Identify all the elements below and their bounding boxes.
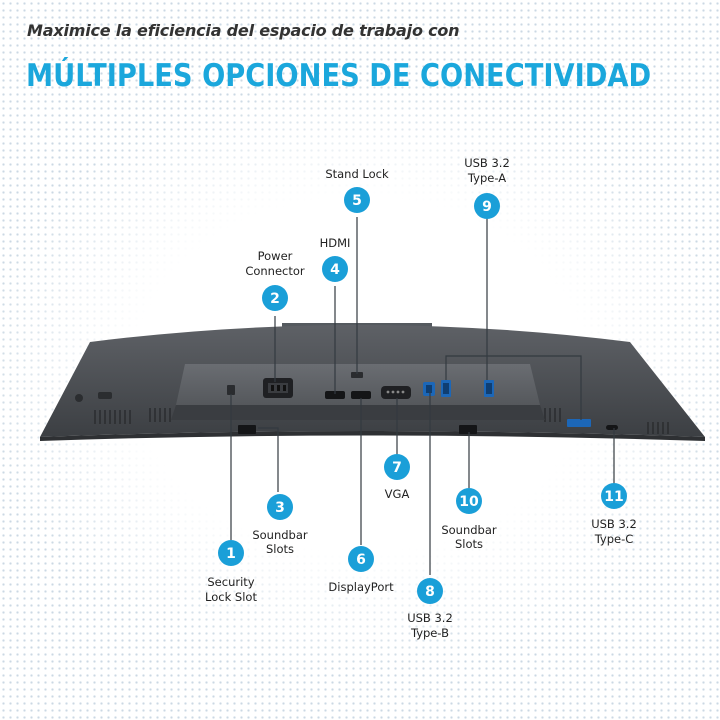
- svg-text:HDMI: HDMI: [320, 236, 351, 250]
- svg-text:Type-B: Type-B: [410, 626, 449, 640]
- callout-label-3: Soundbar Slots: [252, 528, 308, 556]
- svg-text:Power: Power: [258, 249, 293, 263]
- svg-text:Type-A: Type-A: [467, 171, 506, 185]
- svg-text:8: 8: [425, 584, 435, 600]
- svg-text:Lock Slot: Lock Slot: [205, 590, 257, 604]
- svg-text:10: 10: [459, 494, 479, 510]
- callout-label-2: Power Connector: [245, 249, 305, 278]
- power-button-icon: [75, 394, 83, 402]
- svg-text:Type-C: Type-C: [594, 532, 634, 546]
- port-security-lock: [227, 385, 235, 395]
- port-usb-type-a-side: [567, 419, 591, 427]
- svg-text:Soundbar: Soundbar: [252, 528, 308, 542]
- callout-badge-3: 3: [267, 494, 293, 520]
- callout-label-4: HDMI: [320, 236, 351, 250]
- svg-text:9: 9: [482, 199, 492, 215]
- svg-text:2: 2: [270, 291, 280, 307]
- callout-badge-8: 8: [417, 578, 443, 604]
- callout-label-10: Soundbar Slots: [441, 523, 497, 551]
- svg-text:USB 3.2: USB 3.2: [591, 517, 637, 531]
- soundbar-slot-left: [238, 425, 256, 434]
- port-hdmi: [325, 391, 345, 399]
- port-power: [263, 378, 293, 398]
- callout-badge-6: 6: [348, 546, 374, 572]
- callout-badge-10: 10: [456, 488, 482, 514]
- svg-text:3: 3: [275, 500, 285, 516]
- vent-grill-right: [544, 408, 669, 434]
- soundbar-slot-right: [459, 425, 477, 434]
- svg-text:VGA: VGA: [385, 487, 410, 501]
- svg-text:USB 3.2: USB 3.2: [407, 611, 453, 625]
- callout-badge-11: 11: [601, 483, 627, 509]
- port-usb-type-a-1: [441, 380, 451, 397]
- callout-label-11: USB 3.2 Type-C: [591, 517, 637, 546]
- callout-badge-1: 1: [218, 540, 244, 566]
- callout-badge-2: 2: [262, 285, 288, 311]
- svg-text:Soundbar: Soundbar: [441, 523, 497, 537]
- port-usb-type-b: [423, 382, 435, 396]
- svg-text:7: 7: [392, 460, 402, 476]
- svg-text:Slots: Slots: [455, 537, 483, 551]
- svg-text:11: 11: [604, 489, 623, 505]
- callout-badge-5: 5: [344, 187, 370, 213]
- callout-label-9: USB 3.2 Type-A: [464, 156, 510, 185]
- callout-label-6: DisplayPort: [328, 580, 394, 594]
- svg-text:1: 1: [226, 546, 236, 562]
- svg-text:Slots: Slots: [266, 542, 294, 556]
- svg-text:Stand Lock: Stand Lock: [325, 167, 389, 181]
- port-usb-type-a-2: [484, 380, 494, 397]
- callout-label-1: Security Lock Slot: [205, 575, 257, 604]
- svg-text:Connector: Connector: [245, 264, 305, 278]
- svg-text:5: 5: [352, 193, 362, 209]
- svg-text:DisplayPort: DisplayPort: [328, 580, 394, 594]
- page-subtitle: Maximice la eficiencia del espacio de tr…: [27, 21, 460, 40]
- callout-label-5: Stand Lock: [325, 167, 389, 181]
- callout-badge-4: 4: [322, 256, 348, 282]
- callout-badge-7: 7: [384, 454, 410, 480]
- leader-lines: [230, 217, 615, 575]
- svg-text:6: 6: [356, 552, 366, 568]
- svg-text:USB 3.2: USB 3.2: [464, 156, 510, 170]
- page-title: MÚLTIPLES OPCIONES DE CONECTIVIDAD: [26, 58, 652, 94]
- svg-text:Security: Security: [207, 575, 254, 589]
- svg-text:4: 4: [330, 262, 340, 278]
- callout-label-8: USB 3.2 Type-B: [407, 611, 453, 640]
- port-usb-type-c: [606, 425, 618, 430]
- callout-badge-9: 9: [474, 193, 500, 219]
- port-vga: [381, 386, 411, 399]
- vent-grill-left: [94, 408, 171, 424]
- port-stand-lock: [351, 372, 363, 378]
- port-displayport: [351, 391, 371, 399]
- callout-label-7: VGA: [385, 487, 410, 501]
